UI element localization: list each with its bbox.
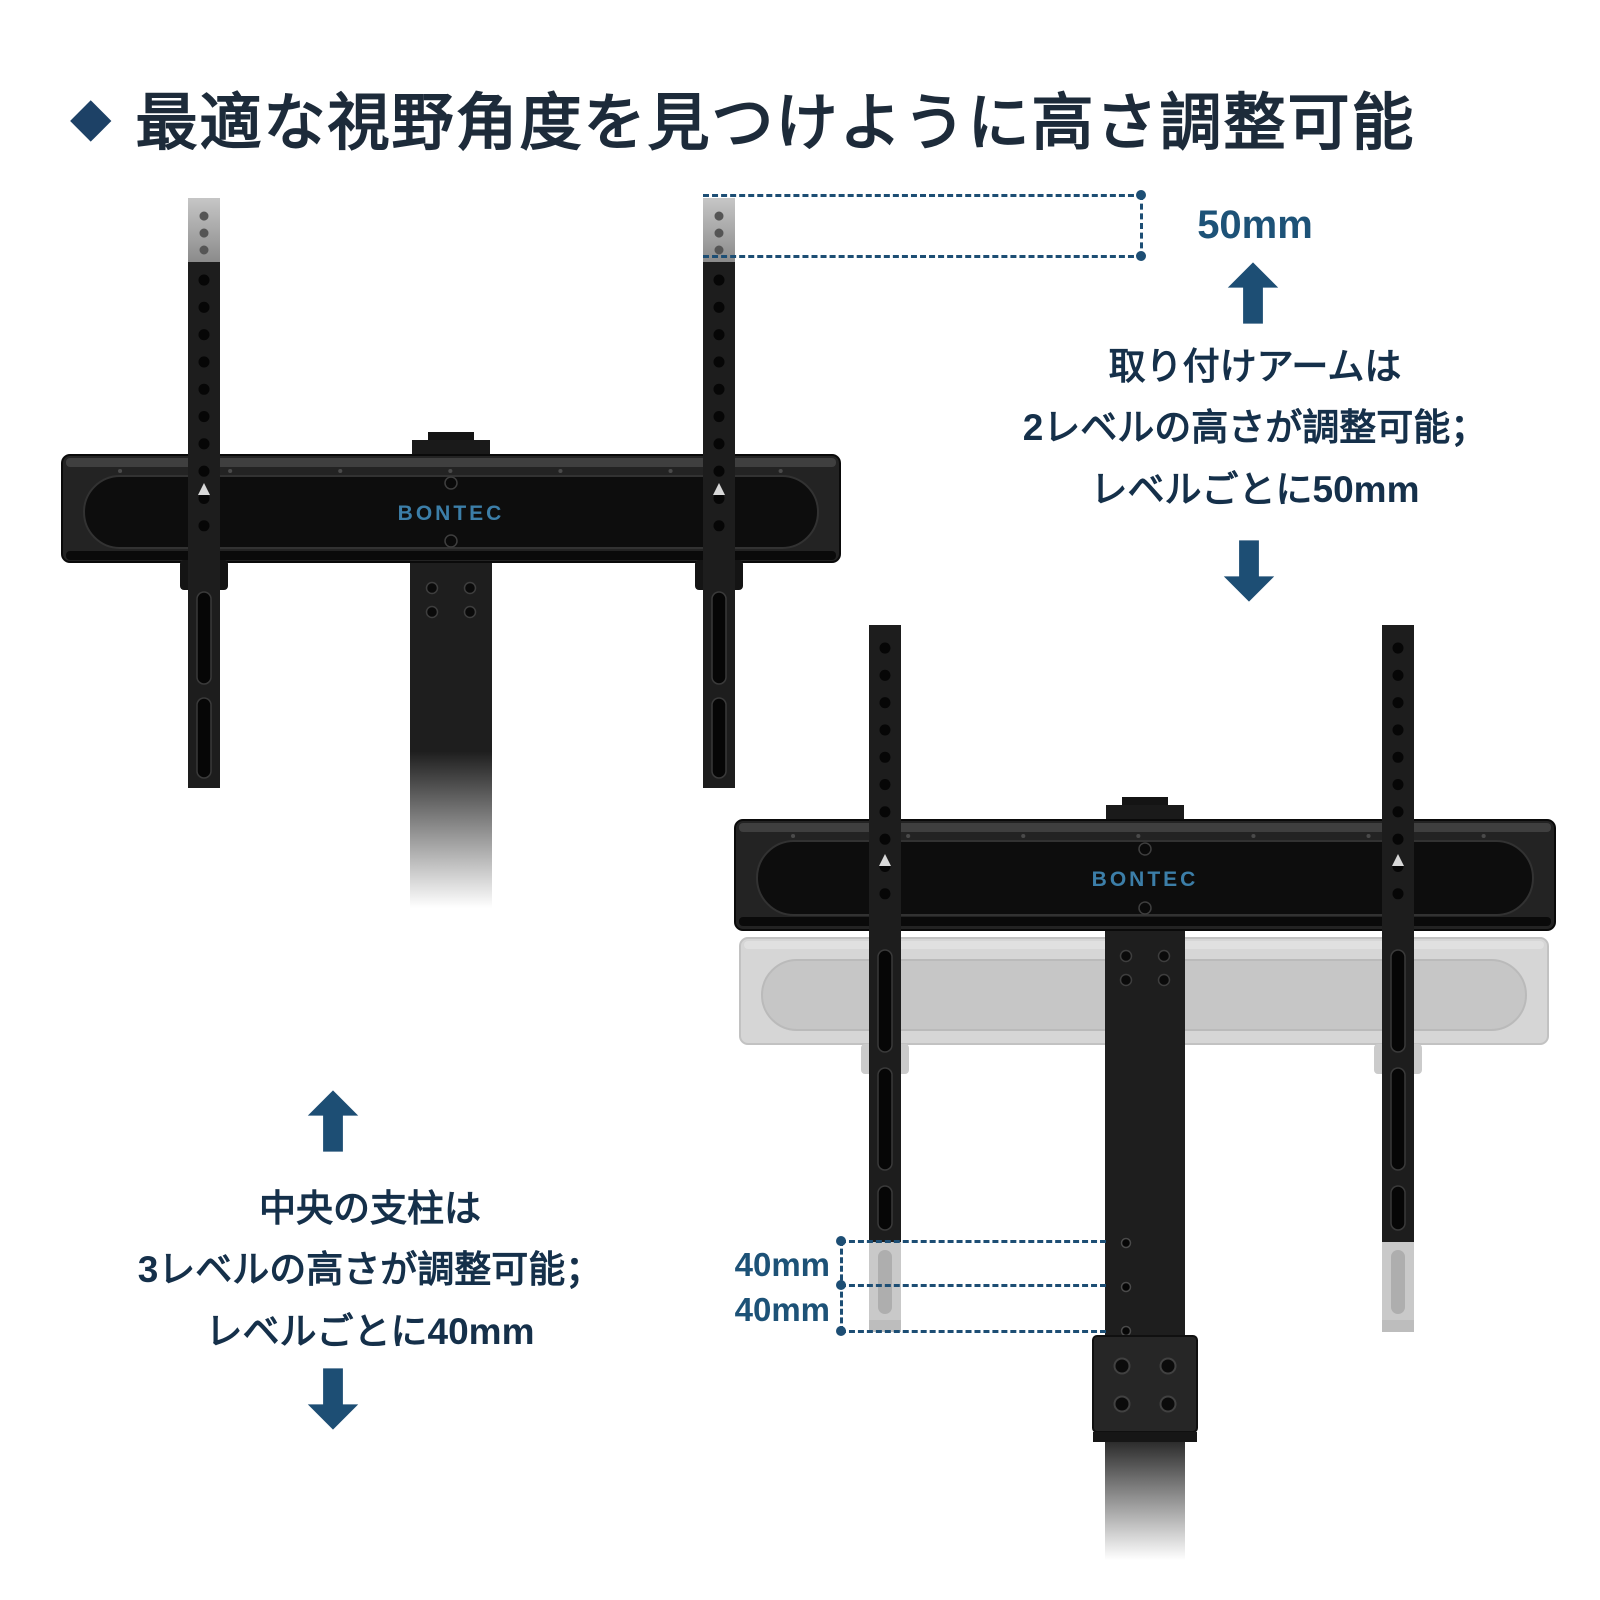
- ghost-arm-extension-right: [1382, 1242, 1414, 1332]
- measure-endpoint-dot: [836, 1280, 846, 1290]
- tv-mount-upper-position: BONTEC: [61, 198, 841, 908]
- vesa-arm-right: [703, 198, 735, 788]
- page-title-text: 最適な視野角度を見つけように高さ調整可能: [135, 89, 1416, 158]
- ghost-arm-extension-left: [869, 1242, 901, 1332]
- arm-annotation-line1: 取り付けアームは: [1108, 346, 1402, 387]
- up-arrow-icon: [307, 1090, 359, 1152]
- brand-logo: BONTEC: [1092, 868, 1199, 891]
- arm-annotation-text: 取り付けアームは 2レベルの高さが調整可能； レベルごとに50mm: [995, 336, 1515, 520]
- measure-label-40mm-top: 40mm: [734, 1246, 830, 1283]
- brand-logo: BONTEC: [398, 502, 505, 525]
- column-height-hole-3: [1120, 1325, 1132, 1337]
- measure-line-column-3: [840, 1330, 1106, 1333]
- measure-endpoint-dot: [836, 1236, 846, 1246]
- column-annotation-line1: 中央の支柱は: [259, 1188, 481, 1229]
- measure-line-arm-vertical: [1140, 194, 1143, 258]
- measure-endpoint-dot: [1136, 251, 1146, 261]
- center-column: [1092, 930, 1198, 1560]
- arm-annotation-line3: レベルごとに50mm: [1090, 468, 1420, 510]
- measure-endpoint-dot: [1136, 190, 1146, 200]
- page-title: ◆ 最適な視野角度を見つけように高さ調整可能: [70, 72, 1416, 162]
- column-height-hole-1: [1120, 1237, 1132, 1249]
- column-annotation-text: 中央の支柱は 3レベルの高さが調整可能； レベルごとに40mm: [110, 1178, 630, 1362]
- measure-label-40mm-bottom: 40mm: [734, 1291, 830, 1328]
- down-arrow-icon: [307, 1368, 359, 1430]
- measure-label-50mm: 50mm: [1197, 203, 1313, 247]
- up-arrow-icon: [1227, 262, 1279, 324]
- mounting-bar: BONTEC: [61, 454, 841, 563]
- down-arrow-icon: [1223, 540, 1275, 602]
- vesa-arm-left: [188, 198, 220, 788]
- arm-annotation-line2: 2レベルの高さが調整可能；: [1022, 407, 1488, 449]
- column-height-hole-2: [1120, 1281, 1132, 1293]
- column-annotation-line2: 3レベルの高さが調整可能；: [137, 1249, 603, 1291]
- measure-line-column-1: [840, 1240, 1106, 1243]
- vesa-arm-left: [869, 625, 901, 1332]
- measure-endpoint-dot: [836, 1326, 846, 1336]
- tv-mount-adjusted-position: BONTEC: [734, 625, 1556, 1560]
- measure-line-arm-top: [703, 194, 1143, 197]
- measure-line-arm-bottom: [703, 255, 1143, 258]
- diamond-icon: ◆: [70, 87, 112, 147]
- vesa-arm-right: [1382, 625, 1414, 1332]
- center-bracket: [412, 432, 490, 458]
- mounting-bar: BONTEC: [734, 819, 1556, 931]
- column-annotation-line3: レベルごとに40mm: [205, 1310, 535, 1352]
- measure-line-column-2: [840, 1284, 1106, 1287]
- center-column: [410, 560, 492, 908]
- column-bolt-plate: [1092, 1335, 1198, 1442]
- center-bracket: [1106, 797, 1184, 822]
